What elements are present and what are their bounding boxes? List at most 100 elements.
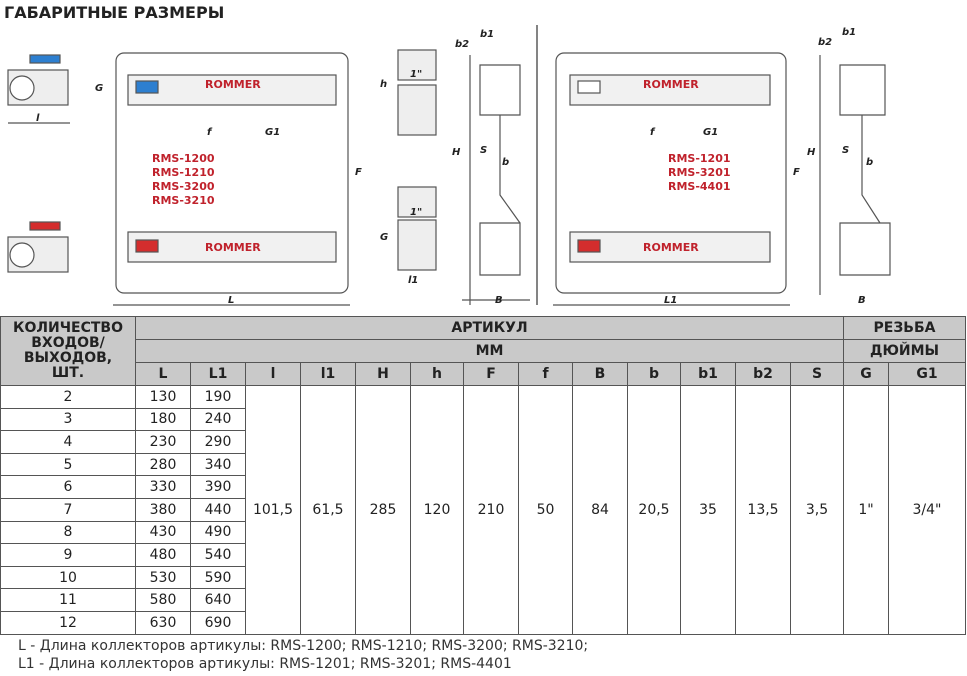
model-label: RMS-1210 [152,166,215,179]
dim-label: F [793,167,800,178]
brand-logo: ROMMER [643,241,699,254]
length-cell: 190 [190,385,246,409]
length-cell: 440 [190,497,246,522]
length-cell: 390 [190,475,246,499]
dim-label: S [480,145,487,156]
red-ball-valve [7,221,69,273]
common-value-cell: 285 [355,385,411,635]
length-cell: 540 [190,543,246,567]
column-header-b: b [627,362,681,386]
length-cell: 490 [190,520,246,545]
dim-label: L1 [664,295,677,306]
qty-cell: 8 [0,520,136,545]
dim-label: b2 [455,39,469,50]
qty-cell: 6 [0,475,136,499]
qty-cell: 9 [0,543,136,567]
length-cell: 340 [190,452,246,477]
length-cell: 580 [135,588,191,612]
length-cell: 530 [135,565,191,590]
dim-label: b [866,157,873,168]
mm-header: ММ [135,339,844,363]
column-header-f: f [518,362,573,386]
inches-header: ДЮЙМЫ [843,339,966,363]
column-header-B: B [572,362,628,386]
dim-label: l [36,113,40,124]
length-cell: 590 [190,565,246,590]
dim-label: G1 [703,127,718,138]
length-cell: 330 [135,475,191,499]
column-header-H: H [355,362,411,386]
dim-label: H [452,147,461,158]
qty-header-line: ШТ. [51,365,85,381]
model-label: RMS-3201 [668,166,731,179]
common-value-cell: 1" [843,385,889,635]
thread-header: РЕЗЬБА [843,316,966,340]
side-view-right [819,55,891,295]
dim-label: S [842,145,849,156]
column-header-L: L [135,362,191,386]
dim-label: B [495,295,503,306]
dim-label: G [95,83,103,94]
dim-label: b [502,157,509,168]
brand-logo: ROMMER [643,78,699,91]
qty-header-line: ВХОДОВ/ [31,335,105,351]
note-l: L - Длина коллекторов артикулы: RMS-1200… [18,638,589,654]
common-value-cell: 61,5 [300,385,356,635]
common-value-cell: 120 [410,385,464,635]
model-label: RMS-3210 [152,194,215,207]
side-view-bracket [462,55,530,305]
note-l1: L1 - Длина коллекторов артикулы: RMS-120… [18,656,512,672]
common-value-cell: 20,5 [627,385,681,635]
dim-label: 1" [410,69,422,80]
length-cell: 280 [135,452,191,477]
column-header-h: h [410,362,464,386]
length-cell: 180 [135,407,191,432]
dim-label: G1 [265,127,280,138]
dim-label: b1 [842,27,856,38]
dim-label: H [807,147,816,158]
dimension-drawings: ROMMER ROMMER ROMMER ROMMER RMS-1200 RMS… [7,25,891,306]
column-header-b2: b2 [735,362,791,386]
column-header-G: G [843,362,889,386]
dim-label: 1" [410,207,422,218]
dim-label: F [355,167,362,178]
qty-cell: 12 [0,610,136,635]
column-header-S: S [790,362,844,386]
column-header-l: l [245,362,301,386]
dim-label: L [228,295,234,306]
length-cell: 240 [190,407,246,432]
qty-cell: 4 [0,430,136,454]
common-value-cell: 35 [680,385,736,635]
column-header-b1: b1 [680,362,736,386]
blue-ball-valve [7,54,69,106]
common-value-cell: 13,5 [735,385,791,635]
dim-label: f [650,127,656,138]
common-value-cell: 210 [463,385,519,635]
qty-cell: 5 [0,452,136,477]
length-cell: 380 [135,497,191,522]
column-header-l1: l1 [300,362,356,386]
dim-label: B [858,295,866,306]
length-cell: 230 [135,430,191,454]
length-cell: 290 [190,430,246,454]
brand-logo: ROMMER [205,241,261,254]
dim-label: f [207,127,213,138]
qty-header-line: ВЫХОДОВ, [23,350,113,366]
column-header-L1: L1 [190,362,246,386]
manifold-right [553,52,790,306]
dim-label: l1 [408,275,418,286]
common-value-cell: 50 [518,385,573,635]
qty-cell: 7 [0,497,136,522]
model-label: RMS-4401 [668,180,731,193]
length-cell: 640 [190,588,246,612]
common-value-cell: 3/4" [888,385,966,635]
